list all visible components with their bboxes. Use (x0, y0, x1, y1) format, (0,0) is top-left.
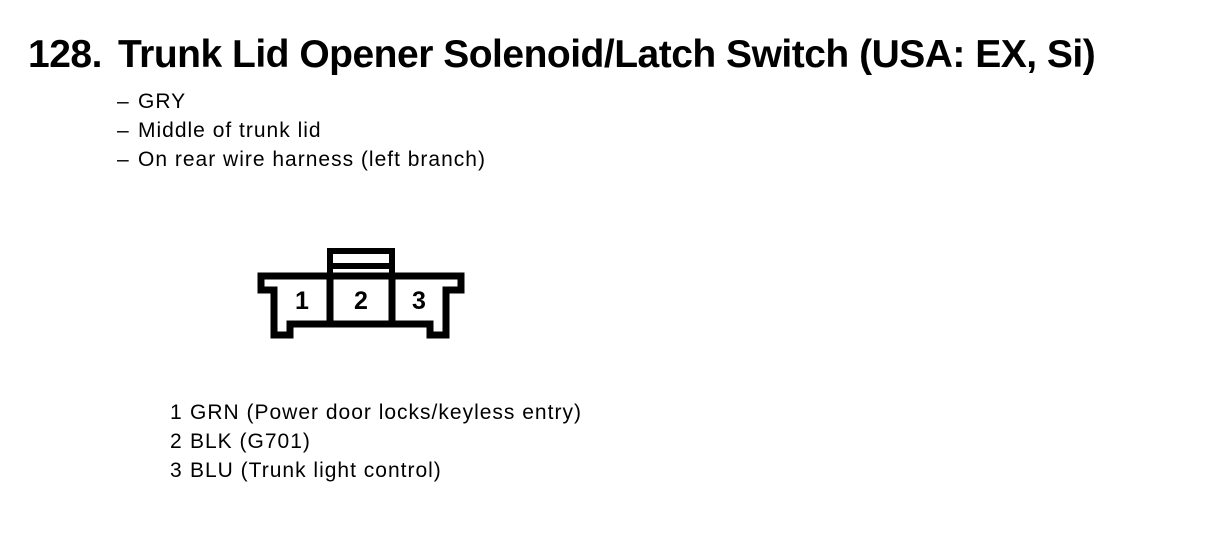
detail-item-location: – Middle of trunk lid (117, 116, 486, 145)
connector-front-view-drawing: 1 2 3 (257, 248, 465, 339)
pin-legend: 1 GRN (Power door locks/keyless entry) 2… (170, 398, 582, 485)
connector-body-outline (257, 272, 465, 339)
detail-text: On rear wire harness (left branch) (138, 148, 486, 171)
pin-legend-description: BLU (Trunk light control) (190, 459, 442, 482)
pin-2-cavity (326, 272, 396, 328)
detail-item-harness: – On rear wire harness (left branch) (117, 145, 486, 174)
detail-item-color: – GRY (117, 87, 486, 116)
entry-number: 128. (28, 33, 102, 76)
bullet-dash: – (117, 148, 130, 171)
detail-text: GRY (138, 90, 187, 113)
pin-legend-row: 2 BLK (G701) (170, 427, 582, 456)
pin-number-1: 1 (295, 287, 309, 315)
page-title: Trunk Lid Opener Solenoid/Latch Switch (… (118, 33, 1096, 76)
bullet-dash: – (117, 90, 130, 113)
pin-legend-number: 2 (170, 430, 183, 453)
pin-legend-description: GRN (Power door locks/keyless entry) (190, 401, 582, 424)
pin-legend-number: 1 (170, 401, 183, 424)
pin-legend-number: 3 (170, 459, 183, 482)
pin-legend-description: BLK (G701) (190, 430, 311, 453)
connector-diagram: 1 2 3 (250, 243, 474, 345)
pin-number-3: 3 (412, 287, 426, 315)
entry-header: 128. Trunk Lid Opener Solenoid/Latch Swi… (28, 33, 1096, 77)
detail-text: Middle of trunk lid (138, 119, 322, 142)
pin-number-2: 2 (354, 287, 368, 315)
pin-legend-row: 1 GRN (Power door locks/keyless entry) (170, 398, 582, 427)
bullet-dash: – (117, 119, 130, 142)
detail-list: – GRY – Middle of trunk lid – On rear wi… (117, 87, 486, 174)
pin-legend-row: 3 BLU (Trunk light control) (170, 456, 582, 485)
